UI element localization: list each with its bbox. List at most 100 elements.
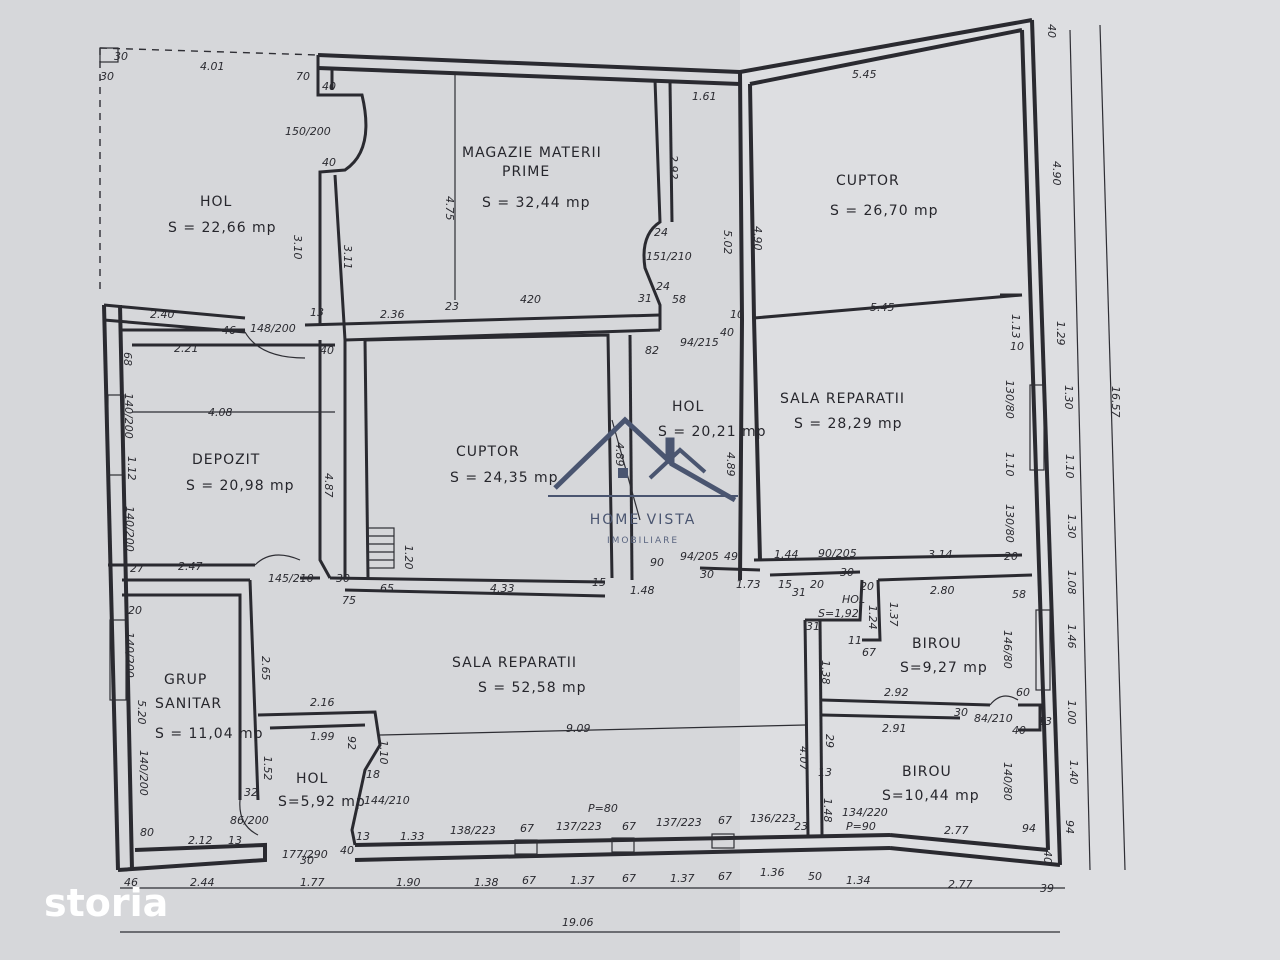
dim-label: 4.08 bbox=[208, 406, 233, 419]
room-sala-right-name: SALA REPARATII bbox=[780, 391, 905, 407]
dim-label: 67 bbox=[718, 870, 732, 883]
dim-label: 49 bbox=[724, 550, 738, 563]
dim-label: 15 bbox=[778, 578, 792, 591]
house-window-icon bbox=[618, 468, 628, 478]
wall-sala-top-left bbox=[329, 576, 606, 584]
dim-label: 30 bbox=[100, 70, 114, 83]
dim-label: 67 bbox=[622, 820, 636, 833]
dimension-texts: 4.01 30 30 70 40 150/200 40 3.10 3.11 4.… bbox=[100, 24, 1122, 929]
dim-label: 1.29 bbox=[1054, 321, 1067, 346]
dim-label: 4.07 bbox=[797, 746, 810, 771]
wall-vertical-mid-left bbox=[333, 174, 347, 578]
dim-label: 40 bbox=[322, 80, 336, 93]
wall-hol-mid-left bbox=[628, 334, 634, 581]
dim-label: 11 bbox=[848, 634, 862, 647]
dim-label: 140/200 bbox=[123, 632, 136, 678]
window-mark-left-1 bbox=[107, 394, 125, 476]
dim-label: 40 bbox=[322, 156, 336, 169]
watermark-title: HOME VISTA bbox=[590, 512, 697, 528]
room-cuptor-mid-name: CUPTOR bbox=[456, 444, 520, 460]
room-hol-mid-area: S = 20,21 mp bbox=[658, 424, 767, 440]
dim-label: 1.90 bbox=[396, 876, 421, 889]
dim-label: 29 bbox=[823, 734, 836, 748]
dim-label: 90 bbox=[650, 556, 664, 569]
dim-label: P=90 bbox=[846, 820, 876, 833]
room-magazie-area: S = 32,44 mp bbox=[482, 195, 591, 211]
dim-label: 94/205 bbox=[680, 550, 719, 563]
dim-label: 1.38 bbox=[819, 660, 832, 685]
dim-label: 1.00 bbox=[1065, 700, 1078, 725]
dim-label: 40 bbox=[320, 344, 334, 357]
window-mark-1 bbox=[514, 839, 538, 855]
dim-label: 32 bbox=[244, 786, 258, 799]
paper-right-panel bbox=[740, 0, 1280, 960]
window-mark-left-2 bbox=[109, 619, 127, 701]
dim-label: 1.37 bbox=[570, 874, 595, 887]
dim-label: 16.57 bbox=[1109, 386, 1122, 418]
walls bbox=[99, 18, 1062, 872]
dim-label: 13 bbox=[356, 830, 370, 843]
dim-label: 90/205 bbox=[818, 547, 857, 560]
dim-label: 1.30 bbox=[1065, 514, 1078, 539]
dim-label: 420 bbox=[520, 293, 541, 306]
dim-label: 1.52 bbox=[261, 756, 274, 781]
dim-label: 1.30 bbox=[1062, 385, 1075, 410]
wall-birou-divider-inner bbox=[821, 713, 961, 720]
room-birou2-area: S=10,44 mp bbox=[882, 788, 980, 804]
dim-label: 9.09 bbox=[566, 722, 591, 735]
dim-label: 50 bbox=[808, 870, 822, 883]
dim-label: 1.40 bbox=[1067, 760, 1080, 785]
dim-label: 2.77 bbox=[948, 878, 973, 891]
dim-label: 30 bbox=[300, 854, 314, 867]
dim-label: 3.14 bbox=[928, 548, 953, 561]
dim-label: 4.89 bbox=[613, 442, 626, 467]
dim-label: 5.45 bbox=[852, 68, 877, 81]
dim-label: 2.44 bbox=[190, 876, 215, 889]
dim-label: 20 bbox=[860, 580, 874, 593]
dim-label: 82 bbox=[645, 344, 659, 357]
room-hol-tiny-name: HOL bbox=[842, 593, 865, 606]
dim-label: 1.10 bbox=[1003, 452, 1016, 477]
dim-label: 1.10 bbox=[377, 740, 390, 765]
dim-label: 4.75 bbox=[443, 196, 456, 221]
dim-label: 4.01 bbox=[200, 60, 225, 73]
window-mark-2 bbox=[611, 837, 635, 853]
dim-label: 1.12 bbox=[125, 456, 138, 481]
dim-label: 140/80 bbox=[1001, 762, 1014, 801]
room-cuptor-top-area: S = 26,70 mp bbox=[830, 203, 939, 219]
dim-label: 1.33 bbox=[400, 830, 425, 843]
dim-label: 1.38 bbox=[474, 876, 499, 889]
door-swing-145 bbox=[254, 554, 301, 566]
door-swing-148 bbox=[244, 331, 306, 359]
door-swing-84 bbox=[989, 695, 1019, 706]
wall-vertical-mid-left-outer bbox=[318, 340, 332, 579]
dim-label: 140/200 bbox=[122, 393, 135, 439]
sala-dim-line bbox=[379, 724, 806, 736]
dim-label: 137/223 bbox=[656, 816, 702, 829]
dim-label: 1.73 bbox=[736, 578, 761, 591]
dim-label: 24 bbox=[654, 226, 668, 239]
room-magazie-name-1: MAGAZIE MATERII bbox=[462, 145, 602, 161]
dim-label: 1.48 bbox=[821, 798, 834, 823]
watermark-subtitle: IMOBILIARE bbox=[607, 536, 679, 546]
dim-label: 20 bbox=[1004, 550, 1018, 563]
dim-label: 2.16 bbox=[310, 696, 335, 709]
dim-label: 4.33 bbox=[490, 582, 515, 595]
dim-label: 1.37 bbox=[670, 872, 695, 885]
dim-label: 13 bbox=[310, 306, 324, 319]
room-grup-area: S = 11,04 mp bbox=[155, 726, 264, 742]
wall-hol-small-inner bbox=[269, 723, 366, 730]
wall-hol-tiny bbox=[805, 579, 864, 622]
dim-label: 23 bbox=[794, 820, 808, 833]
dim-label: 19.06 bbox=[562, 916, 594, 929]
dim-label: 84/210 bbox=[974, 712, 1013, 725]
room-hol-tiny-area: S=1,92 bbox=[818, 607, 859, 620]
dim-label: 5.02 bbox=[721, 230, 734, 255]
dim-label: 70 bbox=[296, 70, 310, 83]
dim-label: 58 bbox=[1012, 588, 1026, 601]
dim-label: 1.61 bbox=[692, 90, 717, 103]
corner-post bbox=[99, 47, 119, 63]
room-cuptor-mid-area: S = 24,35 mp bbox=[450, 470, 559, 486]
dim-label: 145/210 bbox=[268, 572, 314, 585]
